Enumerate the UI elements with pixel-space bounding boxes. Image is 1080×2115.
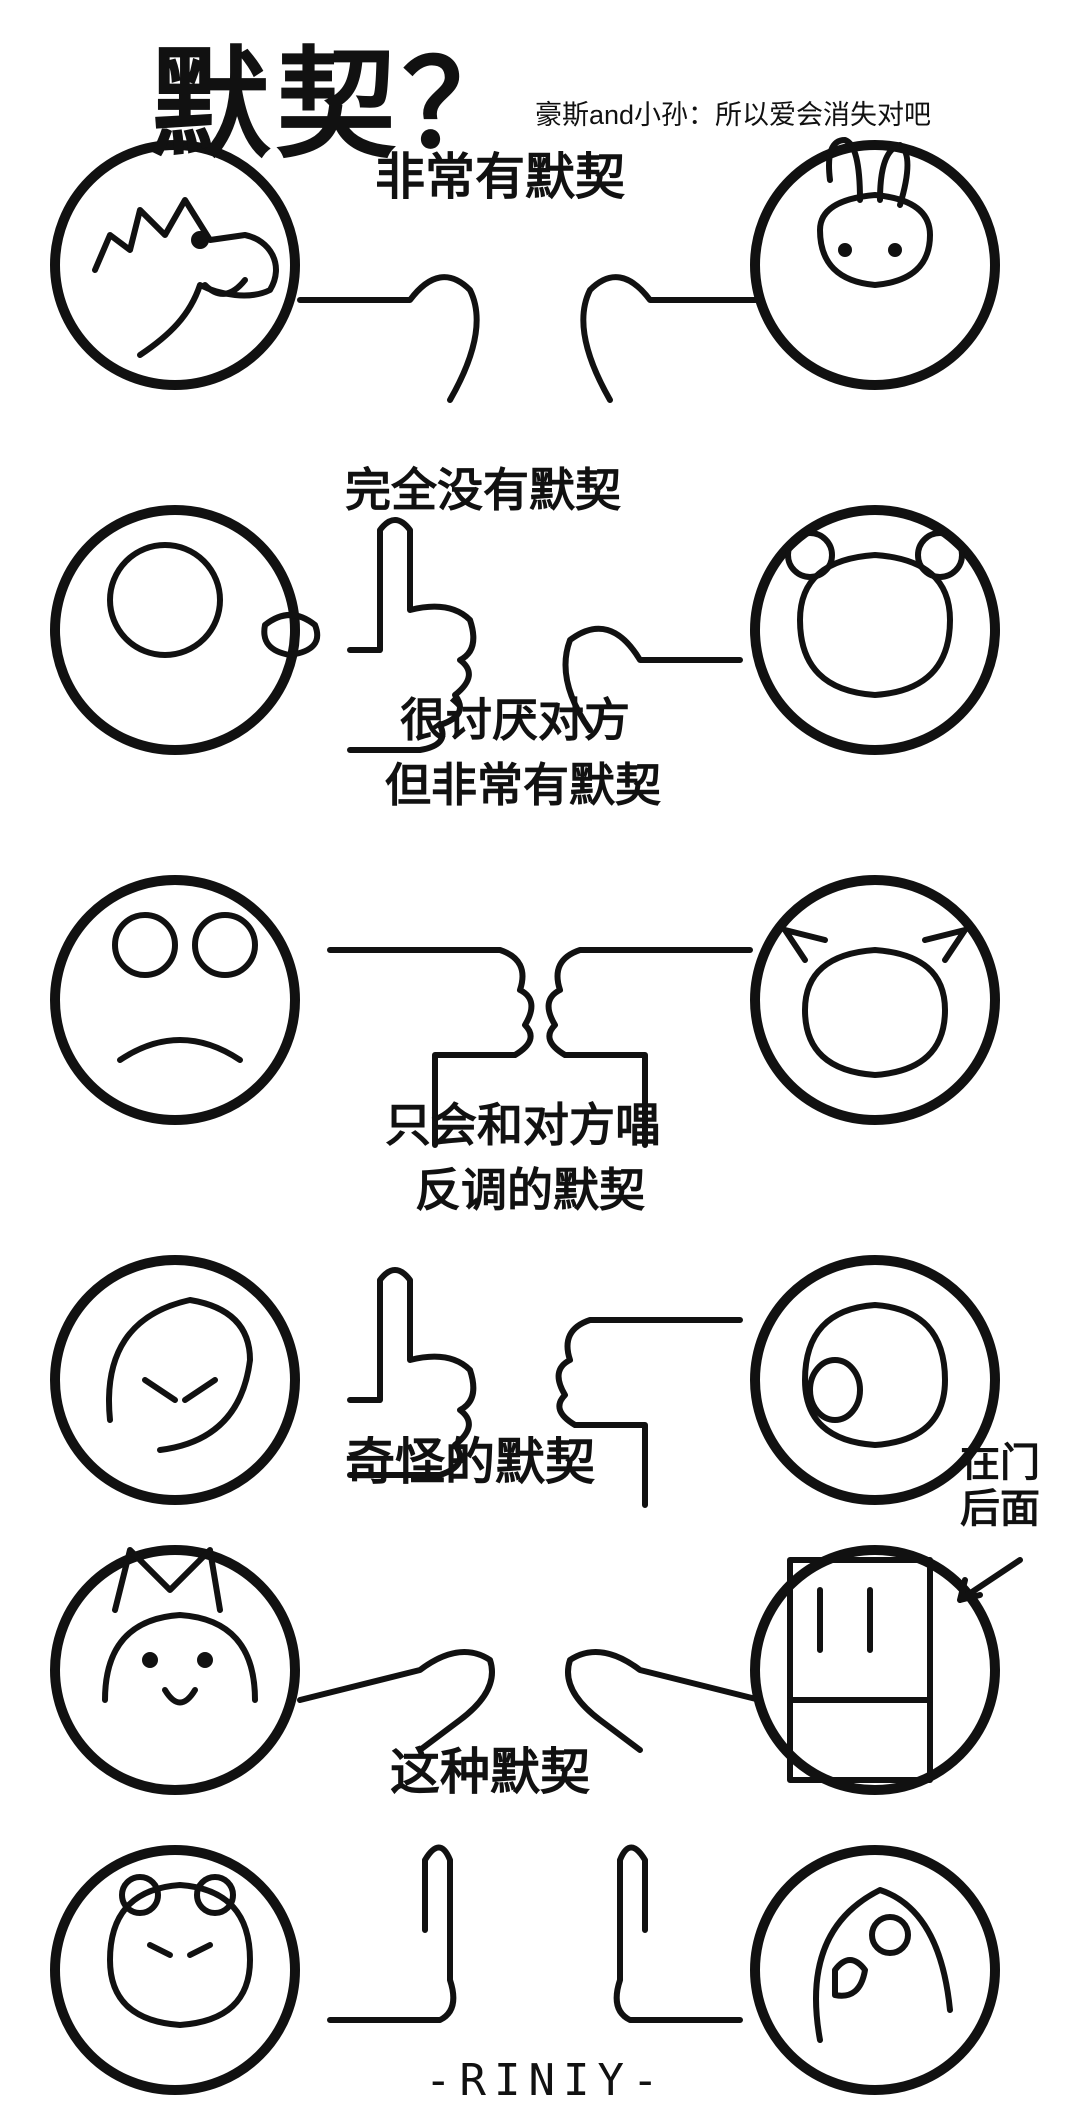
right-character-circle <box>750 1545 1000 1795</box>
door-note-line2: 后面 <box>960 1486 1040 1532</box>
panel-2-art <box>50 505 1000 755</box>
comic-subtitle: 豪斯and小孙：所以爱会消失对吧 <box>535 100 932 130</box>
left-character-circle <box>50 875 300 1125</box>
panel-6-art <box>50 1844 1000 2095</box>
panel-4-caption-line1: 只会和对方唱 <box>385 1098 661 1152</box>
panel-2-caption: 完全没有默契 <box>345 463 621 517</box>
panel-4-art <box>50 1255 1000 1508</box>
right-character-circle <box>750 505 1000 755</box>
panel-1-art <box>50 137 1000 403</box>
panel-3-art <box>50 875 1000 1148</box>
door-note-line1: 在门 <box>960 1440 1040 1486</box>
left-character-circle <box>50 505 300 755</box>
left-character-circle <box>50 140 300 390</box>
panel-3-caption-line1: 很讨厌对方 <box>400 693 630 747</box>
panel-3-caption-line2: 但非常有默契 <box>385 758 661 812</box>
artist-signature: -RINIY- <box>425 2055 667 2106</box>
panel-4-caption-line2: 反调的默契 <box>415 1163 645 1217</box>
left-character-circle <box>50 1255 300 1505</box>
right-character-circle <box>750 1255 1000 1505</box>
comic-title: 默契？ <box>150 36 528 175</box>
left-character-circle <box>50 1845 300 2095</box>
panel-5-caption: 奇怪的默契 <box>345 1433 595 1491</box>
right-character-circle <box>750 875 1000 1125</box>
left-character-circle <box>50 1545 300 1795</box>
door-note: 在门 后面 <box>960 1440 1040 1532</box>
right-character-circle <box>750 140 1000 390</box>
panel-5-art <box>50 1545 1023 1795</box>
panel-1-caption: 非常有默契 <box>375 148 625 206</box>
right-character-circle <box>750 1845 1000 2095</box>
panel-6-caption: 这种默契 <box>390 1743 590 1801</box>
